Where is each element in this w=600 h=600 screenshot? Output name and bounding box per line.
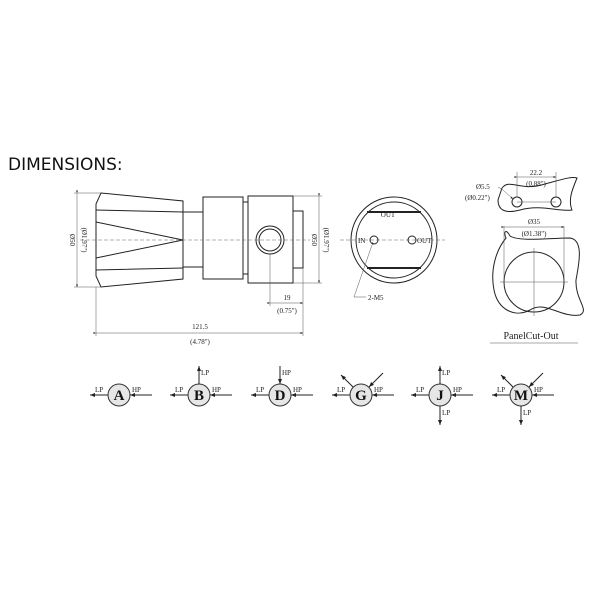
end-view: OUT IN OUT 2-M5 (340, 196, 445, 302)
port-config-d: D LP HP HP (251, 366, 313, 407)
label-left: LP (497, 386, 505, 394)
flow-arrow (500, 374, 514, 388)
dim-diameter-right: Ø50 (310, 234, 318, 247)
dim-length-in: (4.78") (190, 338, 210, 346)
port-config-g: G LP HP (332, 372, 394, 407)
port-config-m: M LP HP LP (492, 372, 554, 425)
dim-diameter-left: Ø50 (68, 234, 76, 247)
dim-hole-dia: Ø5.5 (476, 183, 490, 191)
dim-port-offset-in: (0.75") (277, 307, 297, 315)
label-right: HP (534, 386, 543, 394)
dim-diameter-left-in: (Ø1.97") (80, 228, 88, 253)
port-letter: M (514, 388, 528, 404)
dim-length: 121.5 (192, 323, 208, 331)
dim-hole-dia-in: (Ø0.22") (465, 194, 490, 202)
dim-cut-dia-in: (Ø1.38") (522, 230, 547, 238)
label-left: LP (256, 386, 264, 394)
label-down: LP (523, 409, 531, 417)
label-right: HP (293, 386, 302, 394)
flow-arrow (340, 374, 354, 388)
flow-arrow (368, 372, 384, 388)
label-left: LP (337, 386, 345, 394)
port-letter: G (355, 388, 367, 404)
dim-cut-dia: Ø35 (528, 218, 541, 226)
label-out: OUT (417, 237, 432, 245)
port-configurations: A LP HP B LP HP LP D LP HP HP G LP HP J LP HP LP LP M LP HP LP (90, 366, 554, 425)
dim-hole-spacing: 22.2 (530, 169, 543, 177)
label-in: IN (358, 237, 365, 245)
label-left: LP (95, 386, 103, 394)
page-title: DIMENSIONS: (8, 155, 123, 175)
port-config-b: B LP HP LP (170, 366, 232, 407)
panel-cutout: 22.2 (0.88") Ø5.5 (Ø0.22") Ø35 (Ø1.38") … (465, 169, 584, 344)
label-up: HP (282, 369, 291, 377)
dim-hole-spacing-in: (0.88") (526, 180, 546, 188)
label-right: HP (132, 386, 141, 394)
side-view: Ø50 (Ø1.97") Ø50 (Ø1.97") 19 (0.75") 121… (68, 190, 330, 346)
label-left: LP (175, 386, 183, 394)
label-down: LP (442, 409, 450, 417)
label-out-top: OUT (381, 211, 396, 219)
label-up: LP (201, 369, 209, 377)
dim-port-offset: 19 (284, 294, 292, 302)
port-letter: B (194, 388, 204, 404)
port-letter: D (275, 388, 286, 404)
label-left: LP (416, 386, 424, 394)
flow-arrow (528, 372, 544, 388)
port-config-a: A LP HP (90, 383, 152, 407)
label-up: LP (442, 369, 450, 377)
label-right: HP (212, 386, 221, 394)
port-letter: A (114, 388, 125, 404)
label-right: HP (374, 386, 383, 394)
port-letter: J (436, 388, 444, 404)
label-thread: 2-M5 (368, 294, 384, 302)
label-right: HP (453, 386, 462, 394)
port-config-j: J LP HP LP LP (411, 366, 473, 425)
dim-diameter-right-in: (Ø1.97") (322, 228, 330, 253)
panel-cutout-caption: PanelCut-Out (504, 331, 559, 342)
